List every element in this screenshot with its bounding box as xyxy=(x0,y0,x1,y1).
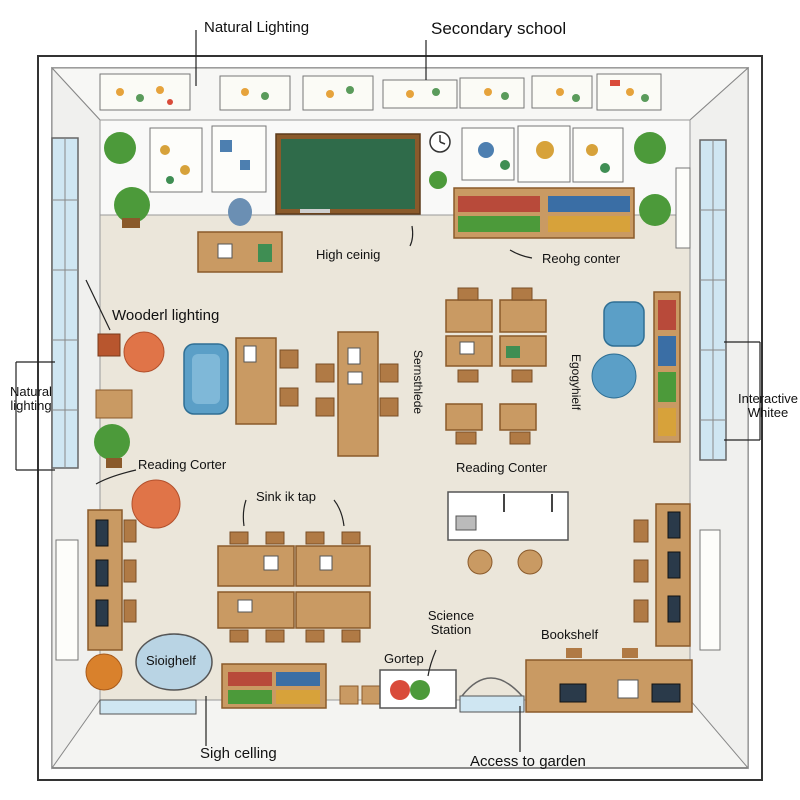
left-wall-posters xyxy=(55,539,79,661)
bookshelf-top-right xyxy=(453,187,635,239)
right-window xyxy=(699,139,727,461)
label-interactive-line1: Interactive xyxy=(738,392,798,406)
label-natural-lighting-left-line1: Natural xyxy=(10,384,52,399)
chair-icon xyxy=(279,349,399,417)
label-secondary-school: Secondary school xyxy=(431,19,567,38)
left-window xyxy=(51,137,79,469)
back-wall-posters xyxy=(149,125,624,193)
beanbag-icon xyxy=(591,353,637,399)
label-reading-corner-top: Reohg conter xyxy=(542,251,621,266)
gortep-station xyxy=(379,669,457,709)
desk-cluster-bottom xyxy=(217,545,371,629)
label-rotated-right: Egogyhielf xyxy=(569,354,583,411)
label-science-station-line2: Station xyxy=(430,622,472,638)
chalkboard xyxy=(281,139,415,209)
label-high-ceiling: High ceinig xyxy=(316,247,381,262)
right-wall-posters xyxy=(675,167,721,651)
door-left xyxy=(99,699,197,715)
cabinet-left xyxy=(97,333,121,357)
label-natural-lighting-left-line2: lighting xyxy=(10,398,52,414)
label-bookshelf: Bookshelf xyxy=(541,627,599,642)
label-reading-corner-left: Reading Corter xyxy=(138,457,227,472)
label-science-station-line1: Science xyxy=(427,608,475,623)
garden-door xyxy=(459,677,525,713)
teacher-desk xyxy=(197,198,283,273)
storage-rug xyxy=(135,633,213,691)
sofa-icon xyxy=(603,301,645,347)
desk-cluster-right xyxy=(445,299,547,431)
label-natural-lighting-left: Natural lighting xyxy=(0,384,62,414)
top-posters xyxy=(99,73,662,111)
sofa-icon xyxy=(183,343,229,415)
leader-lines xyxy=(15,30,761,752)
label-interactive-whiteboard: Interactive Whitee xyxy=(736,392,800,421)
plant-icon xyxy=(94,132,671,460)
label-reading-corner-center: Reading Conter xyxy=(456,460,548,475)
bookshelf-right xyxy=(653,291,681,443)
counter-bottom-right xyxy=(525,648,693,713)
label-wooden-lighting: Wooderl lighting xyxy=(112,307,220,324)
label-access-to-garden: Access to garden xyxy=(470,753,586,770)
beanbag-icon xyxy=(123,331,181,529)
label-sink-tap: Sink ik tap xyxy=(256,489,316,504)
science-counter xyxy=(447,491,569,575)
label-interactive-line2: Whitee xyxy=(747,405,789,421)
label-rotated-left: Sernsthlede xyxy=(411,350,425,415)
bookshelf-bottom xyxy=(221,663,327,709)
label-natural-lighting-top: Natural Lighting xyxy=(204,19,310,36)
computer-desk-right xyxy=(633,503,691,647)
computer-desk-left xyxy=(87,509,137,651)
label-sigh-ceiling: Sigh celling xyxy=(200,745,277,762)
label-storage-shelf: Sioighelf xyxy=(146,653,196,668)
label-science-station: Science Station xyxy=(416,608,486,638)
label-gortep: Gortep xyxy=(384,651,424,666)
beanbag-icon xyxy=(85,653,123,691)
computer-monitor-icon xyxy=(95,519,109,627)
clock-icon xyxy=(429,131,451,153)
cabinet-left-2 xyxy=(95,389,133,419)
